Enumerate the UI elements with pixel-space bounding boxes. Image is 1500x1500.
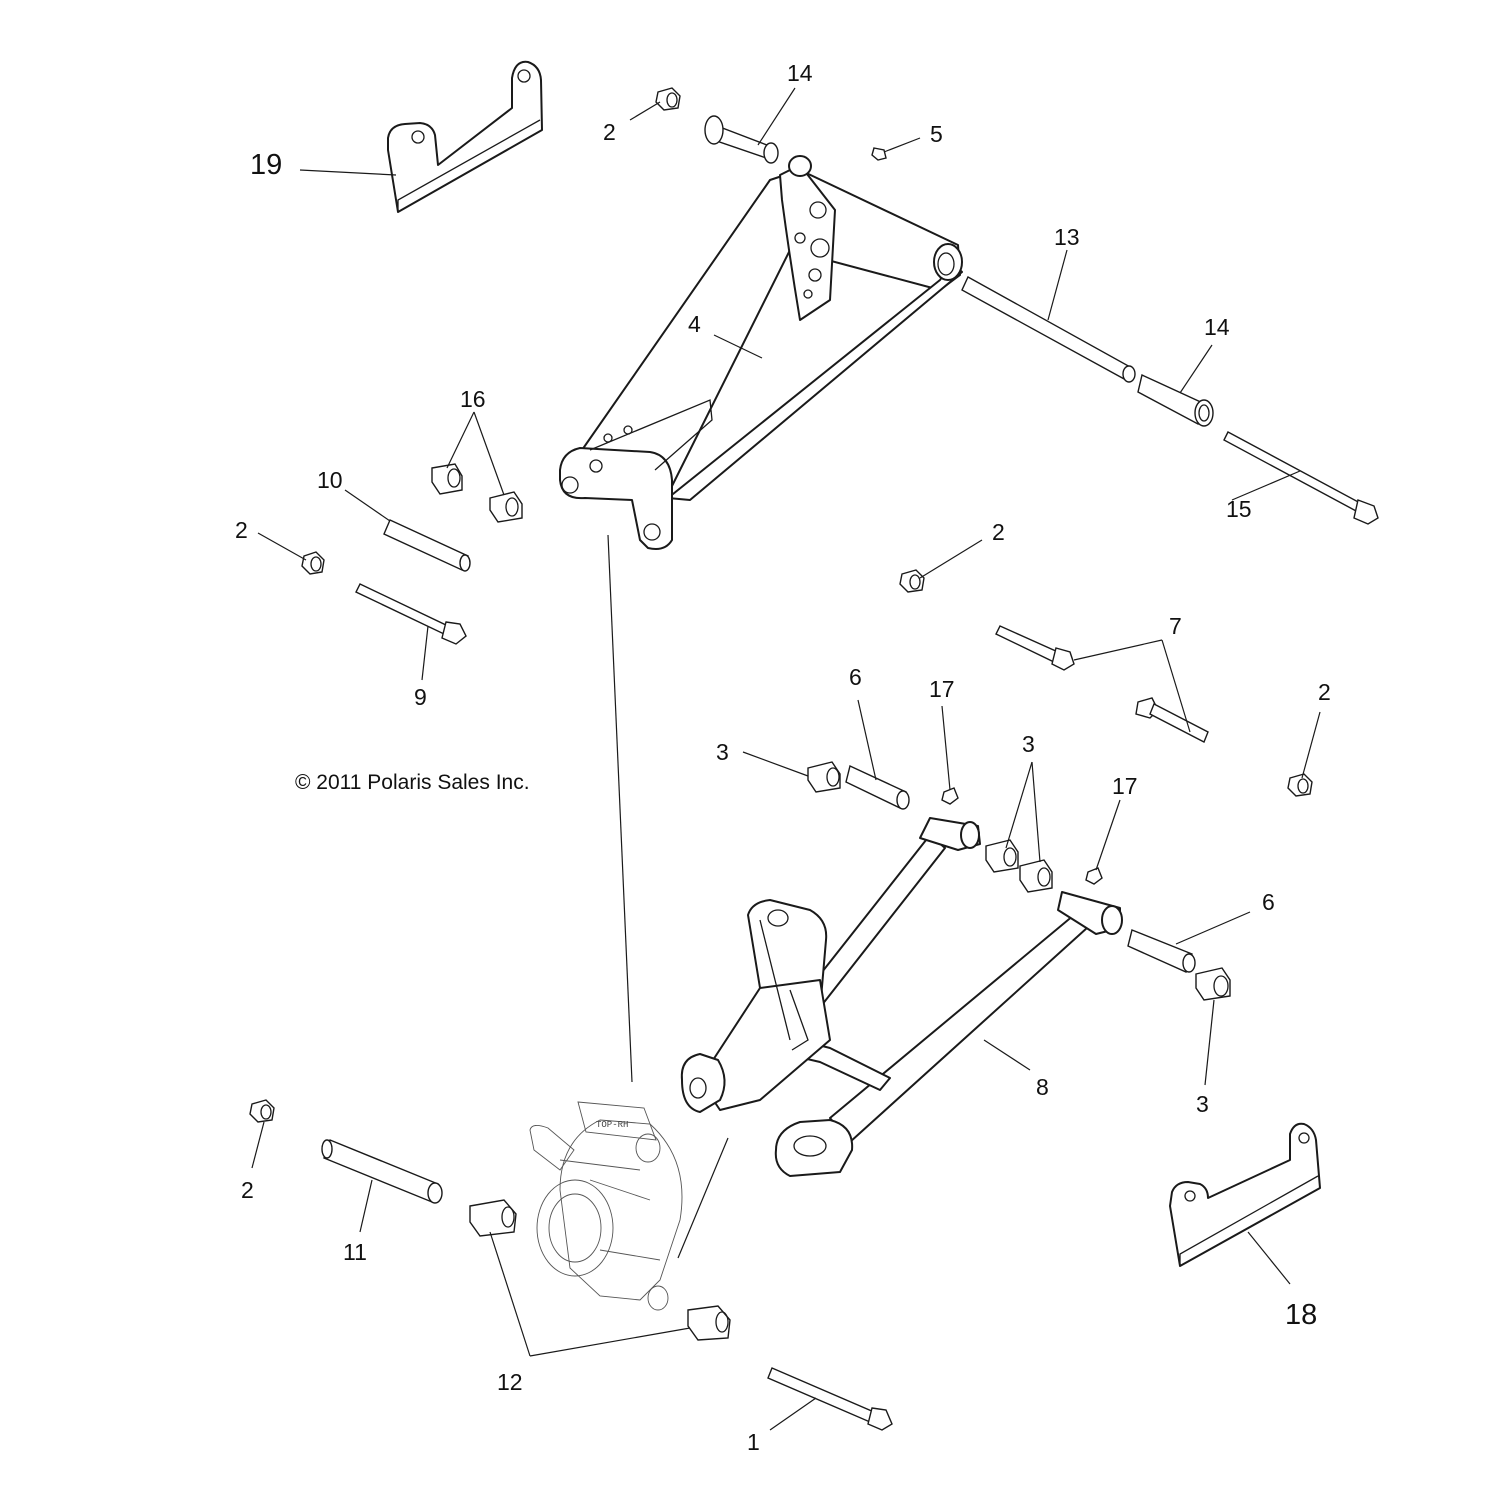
callout-2-c: 2: [992, 519, 1005, 545]
callout-17-a: 17: [929, 676, 955, 702]
callout-14-b: 14: [1204, 314, 1230, 340]
part-3-bushing-c: [1019, 859, 1053, 893]
callout-6-a: 6: [849, 664, 862, 690]
callout-7: 7: [1169, 613, 1182, 639]
callout-labels: 19 2 14 5 13 4 14 16 10 2 15 2 9 7 6 17 …: [235, 60, 1331, 1455]
callout-9: 9: [414, 684, 427, 710]
part-1-bolt: [767, 1367, 893, 1431]
part-16-bushing-b: [489, 491, 523, 523]
steering-knuckle: TOP-RH: [529, 1101, 683, 1311]
callout-2-a: 2: [603, 119, 616, 145]
part-2-nut-d: [1287, 773, 1313, 797]
callout-3-b: 3: [1022, 731, 1035, 757]
callout-2-b: 2: [235, 517, 248, 543]
callout-14-a: 14: [787, 60, 813, 86]
part-10-sleeve: [383, 519, 471, 572]
copyright-text: © 2011 Polaris Sales Inc.: [295, 771, 530, 794]
callout-3-c: 3: [1196, 1091, 1209, 1117]
callout-19: 19: [250, 149, 282, 181]
part-6-sleeve-a: [845, 765, 910, 810]
part-18-bracket: [1169, 1122, 1321, 1267]
part-2-nut-c: [899, 569, 925, 593]
callout-1: 1: [747, 1429, 760, 1455]
part-7-bolt-a: [995, 625, 1075, 671]
callout-10: 10: [317, 467, 343, 493]
callout-2-e: 2: [241, 1177, 254, 1203]
part-13-tube: [961, 276, 1136, 383]
callout-16: 16: [460, 386, 486, 412]
part-17-fitting-a: [941, 787, 959, 805]
part-17-fitting-b: [1085, 867, 1103, 885]
callout-4: 4: [688, 311, 701, 337]
part-6-sleeve-b: [1127, 929, 1196, 973]
part-3-bushing-b: [985, 839, 1019, 873]
part-15-bolt: [1223, 431, 1379, 525]
part-9-bolt: [355, 583, 467, 645]
part-7-bolt-b: [1135, 697, 1209, 743]
part-12-bushing-a: [469, 1199, 517, 1237]
part-5-fitting: [871, 147, 887, 161]
part-12-bushing-b: [687, 1305, 731, 1341]
callout-17-b: 17: [1112, 773, 1138, 799]
part-16-bushing-a: [431, 463, 463, 495]
part-4-upper-a-arm: [559, 155, 963, 550]
callout-13: 13: [1054, 224, 1080, 250]
callout-2-d: 2: [1318, 679, 1331, 705]
part-2-nut-b: [301, 551, 325, 575]
part-3-bushing-a: [807, 761, 841, 793]
callout-18: 18: [1285, 1299, 1317, 1331]
callout-12: 12: [497, 1369, 523, 1395]
part-11-sleeve: [321, 1139, 443, 1204]
part-2-nut-e: [249, 1099, 275, 1123]
part-14-bushing-right: [1137, 374, 1214, 427]
knuckle-stamp-text: TOP-RH: [596, 1120, 628, 1130]
part-19-bracket: [387, 60, 543, 213]
leader-lines: [251, 87, 1321, 1431]
callout-11: 11: [343, 1239, 367, 1265]
callout-15: 15: [1226, 496, 1252, 522]
part-8-lower-a-arm: [680, 817, 1123, 1177]
part-3-bushing-d: [1195, 967, 1231, 1001]
callout-6-b: 6: [1262, 889, 1275, 915]
callout-3-a: 3: [716, 739, 729, 765]
part-2-nut-a: [655, 87, 681, 111]
part-14-bushing-upper: [704, 115, 779, 164]
callout-8: 8: [1036, 1074, 1049, 1100]
callout-5: 5: [930, 121, 943, 147]
